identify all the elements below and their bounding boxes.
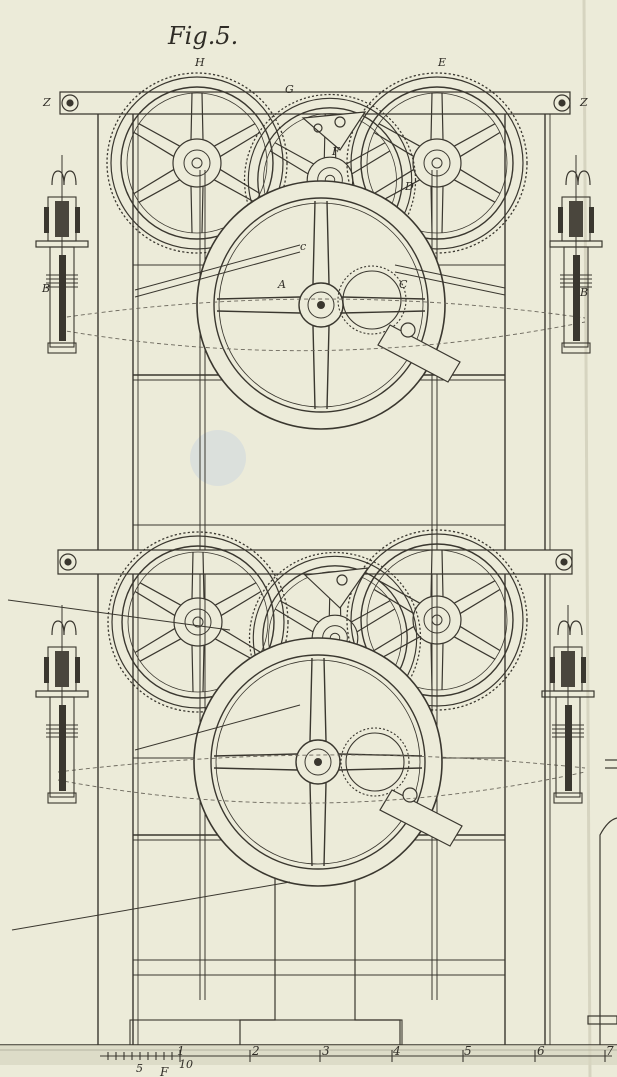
- label-B-right: B: [579, 286, 588, 299]
- crank-lever-upper: [377, 322, 461, 383]
- scale-sub-label-10: 10: [179, 1058, 193, 1071]
- scale-tick-4: 4: [392, 1044, 401, 1058]
- pinion-C-upper: [337, 265, 407, 335]
- label-C: C: [399, 278, 408, 291]
- lower-crossbar: [57, 549, 573, 575]
- label-B-left: B: [41, 282, 50, 295]
- paper-fold: [582, 0, 592, 1077]
- ground-hatching: [0, 1045, 617, 1065]
- label-H: H: [194, 56, 205, 69]
- adjacent-machine-fragment: [587, 759, 617, 1045]
- label-F: F: [331, 145, 340, 158]
- label-E: E: [437, 56, 446, 69]
- ink-stain: [190, 430, 246, 486]
- upper-crossbar: [59, 91, 571, 115]
- label-c: c: [300, 240, 306, 253]
- figure-title: Fig.5.: [167, 22, 238, 50]
- scale-bar: [100, 1050, 612, 1062]
- label-A: A: [277, 278, 286, 291]
- scale-tick-1: 1: [177, 1044, 185, 1058]
- label-Z-left: Z: [42, 96, 51, 109]
- flywheel-A-lower: [193, 637, 443, 887]
- scale-tick-6: 6: [537, 1044, 545, 1058]
- dashed-belts: [57, 298, 586, 804]
- crank-lever-lower: [379, 787, 463, 847]
- belt-straps: [7, 244, 506, 931]
- flywheel-A-upper: [196, 180, 446, 430]
- scale-tick-5: 5: [464, 1044, 472, 1058]
- bracket-F-upper: [301, 111, 367, 151]
- label-D: D: [404, 180, 414, 193]
- scale-sub-label-5: 5: [136, 1062, 143, 1075]
- label-G: G: [285, 83, 294, 96]
- scale-tick-2: 2: [251, 1044, 260, 1058]
- scale-tick-3: 3: [322, 1044, 330, 1058]
- scale-tick-7: 7: [606, 1044, 614, 1058]
- label-Z-right: Z: [579, 96, 588, 109]
- scale-caption: F: [159, 1065, 169, 1077]
- pinion-C-lower: [340, 727, 410, 797]
- bracket-F-lower: [303, 567, 370, 609]
